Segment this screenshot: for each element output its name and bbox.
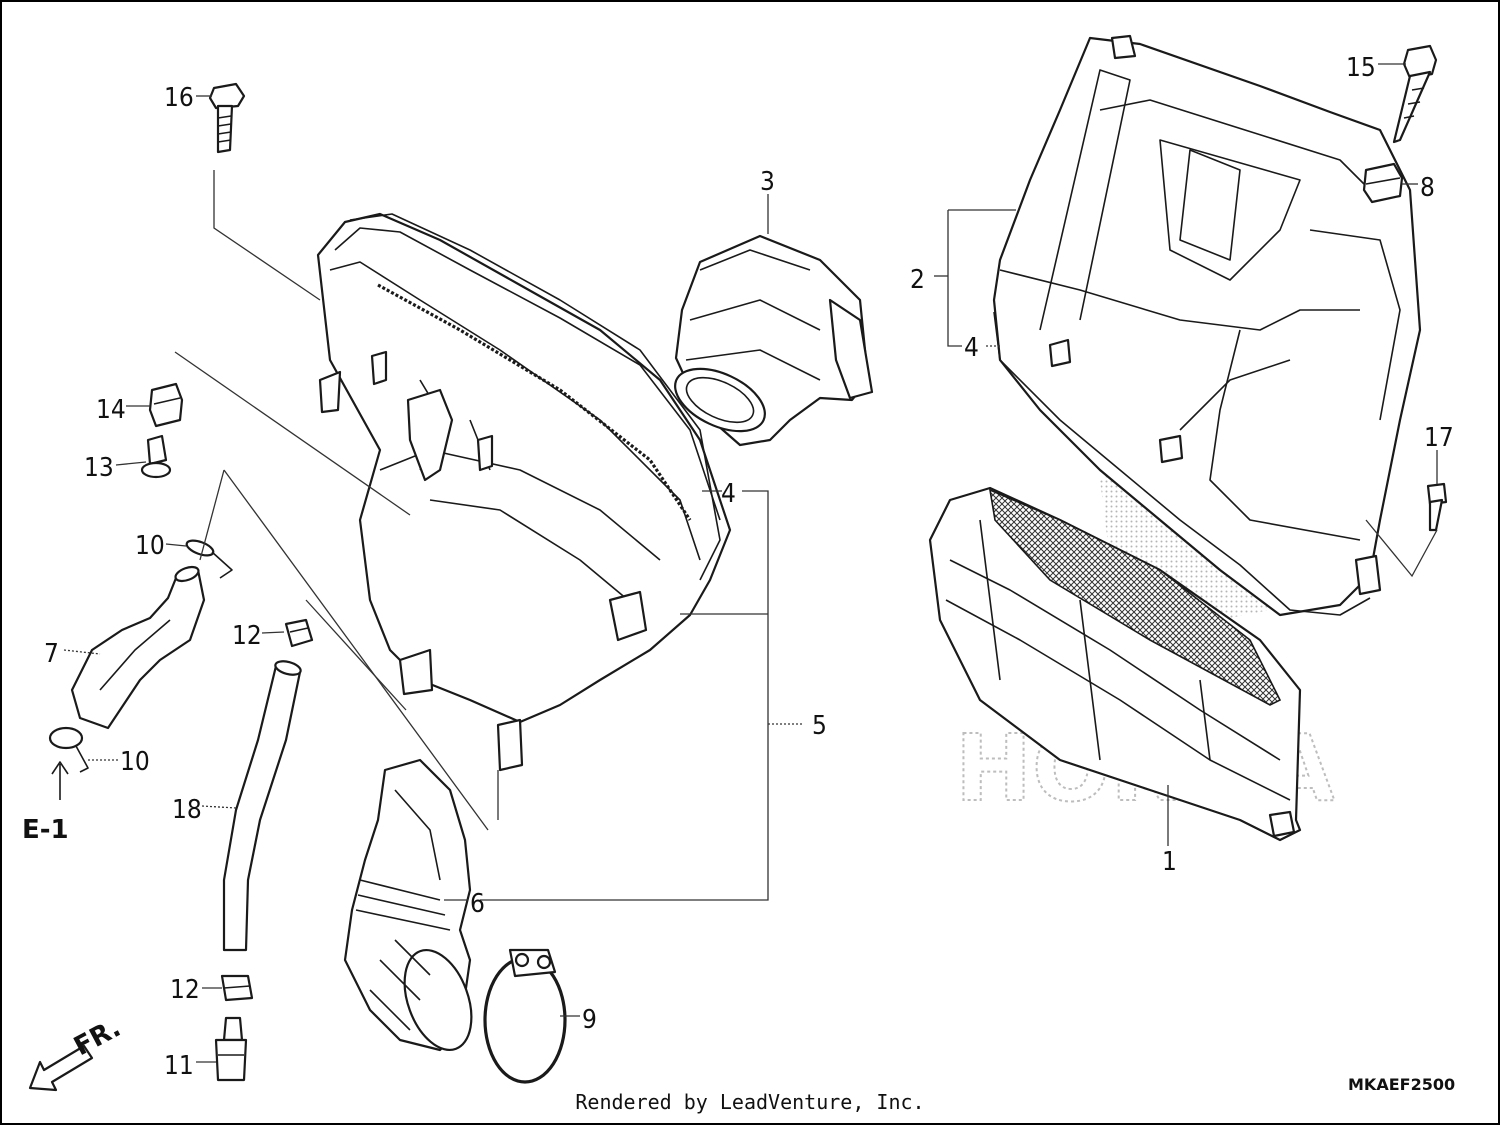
callout-11[interactable]: 11 [164, 1051, 194, 1081]
part-15-screw[interactable] [1392, 44, 1438, 144]
part-2-cover[interactable] [992, 34, 1422, 617]
callout-15[interactable]: 15 [1346, 53, 1376, 83]
front-direction-arrow-icon: FR. [28, 1013, 126, 1092]
callout-13[interactable]: 13 [84, 453, 114, 483]
callout-18[interactable]: 18 [172, 795, 202, 825]
part-4-gasket-left[interactable] [349, 213, 721, 581]
leader-lines [63, 63, 1438, 1063]
reference-e1[interactable]: E-1 [22, 815, 69, 845]
part-7-hose[interactable] [70, 564, 206, 730]
part-14-grommet[interactable] [148, 382, 184, 428]
callout-14[interactable]: 14 [96, 395, 126, 425]
part-17-screw[interactable] [1426, 482, 1448, 532]
callout-8[interactable]: 8 [1420, 173, 1435, 203]
part-11-plug[interactable] [214, 1016, 248, 1082]
callout-10-lower[interactable]: 10 [120, 747, 150, 777]
part-18-tube[interactable] [222, 659, 302, 952]
part-1-element[interactable] [928, 486, 1302, 842]
part-6-connecting-tube[interactable] [343, 758, 484, 1059]
part-10-clip-upper[interactable] [185, 538, 233, 579]
callout-9[interactable]: 9 [582, 1005, 597, 1035]
callout-12-lower[interactable]: 12 [170, 975, 200, 1005]
callout-16[interactable]: 16 [164, 83, 194, 113]
callout-labels: 1 2 3 4 4 5 6 7 8 9 10 10 11 12 12 13 14… [22, 53, 1455, 1094]
render-credit: Rendered by LeadVenture, Inc. [575, 1090, 925, 1114]
callout-2[interactable]: 2 [910, 265, 925, 295]
part-16-bolt[interactable] [208, 82, 246, 154]
callout-12-upper[interactable]: 12 [232, 621, 262, 651]
reference-e1-arrow-icon [51, 761, 69, 800]
callout-1[interactable]: 1 [1162, 847, 1177, 877]
part-4-gasket-right[interactable] [993, 311, 1371, 616]
callout-10-upper[interactable]: 10 [135, 531, 165, 561]
callout-7[interactable]: 7 [44, 639, 59, 669]
callout-4-right[interactable]: 4 [964, 333, 979, 363]
part-12-clip-upper[interactable] [284, 618, 314, 648]
diagram-code: MKAEF2500 [1348, 1075, 1455, 1094]
part-3-duct[interactable] [666, 234, 874, 447]
callout-6[interactable]: 6 [470, 889, 485, 919]
callout-5[interactable]: 5 [812, 711, 827, 741]
part-8-grommet[interactable] [1362, 162, 1404, 204]
callout-17[interactable]: 17 [1424, 423, 1454, 453]
part-9-band-clamp[interactable] [483, 948, 567, 1084]
callout-4-left[interactable]: 4 [721, 479, 736, 509]
part-12-clip-lower[interactable] [220, 974, 254, 1002]
part-13-collar[interactable] [140, 434, 172, 479]
part-5-air-cleaner-case[interactable] [316, 212, 732, 772]
part-10-clip-lower[interactable] [48, 726, 89, 773]
callout-3[interactable]: 3 [760, 167, 775, 197]
